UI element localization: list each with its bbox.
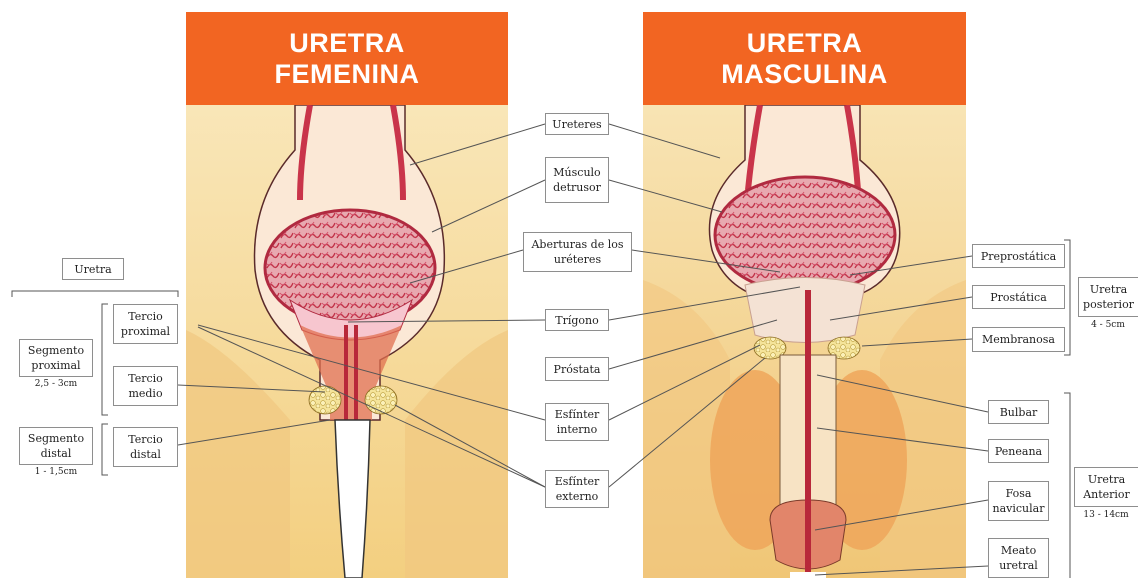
label-uretra-posterior-line1: Uretra [1090, 282, 1127, 297]
female-panel [186, 105, 508, 578]
label-segmento-proximal: Segmento proximal [19, 339, 93, 377]
label-segmento-proximal-line1: Segmento [28, 343, 84, 358]
label-membranosa-text: Membranosa [982, 332, 1055, 347]
label-bulbar: Bulbar [988, 400, 1049, 424]
label-segmento-distal: Segmento distal [19, 427, 93, 465]
label-tercio-distal-line1: Tercio [128, 432, 163, 447]
header-male: URETRA MASCULINA [643, 12, 966, 105]
label-bulbar-text: Bulbar [1000, 405, 1038, 420]
label-uretra-posterior-line2: posterior [1083, 297, 1134, 312]
label-meato-uretral-line2: uretral [999, 558, 1038, 573]
label-tercio-distal-line2: distal [130, 447, 161, 462]
label-uretra-anterior-line1: Uretra [1088, 472, 1125, 487]
label-prostatica: Prostática [972, 285, 1065, 309]
label-esfinter-interno: Esfínter interno [545, 403, 609, 441]
header-female-line1: URETRA [186, 28, 508, 59]
label-tercio-proximal: Tercio proximal [113, 304, 178, 344]
caption-uretra-anterior-size: 13 - 14cm [1074, 510, 1138, 521]
label-aberturas-line2: uréteres [554, 252, 601, 267]
label-tercio-proximal-line1: Tercio [128, 309, 163, 324]
label-preprostatica-text: Preprostática [981, 249, 1056, 264]
label-esfinter-interno-line2: interno [557, 422, 598, 437]
label-uretra: Uretra [62, 258, 124, 280]
label-tercio-proximal-line2: proximal [121, 324, 170, 339]
label-peneana-text: Peneana [995, 444, 1042, 459]
label-ureteres: Ureteres [545, 113, 609, 135]
label-musculo-detrusor: Músculo detrusor [545, 157, 609, 203]
caption-segmento-distal-size: 1 - 1,5cm [19, 467, 93, 478]
label-fosa-navicular: Fosa navicular [988, 481, 1049, 521]
label-esfinter-externo-line2: externo [556, 489, 599, 504]
label-trigono-text: Trígono [555, 313, 598, 328]
header-female: URETRA FEMENINA [186, 12, 508, 105]
label-trigono: Trígono [545, 309, 609, 331]
male-panel [643, 105, 966, 578]
label-segmento-proximal-line2: proximal [31, 358, 80, 373]
label-prostata-text: Próstata [554, 362, 601, 377]
label-tercio-medio-line1: Tercio [128, 371, 163, 386]
label-segmento-distal-line2: distal [41, 446, 72, 461]
label-musculo-detrusor-line1: Músculo [553, 165, 600, 180]
label-tercio-medio-line2: medio [128, 386, 162, 401]
label-membranosa: Membranosa [972, 327, 1065, 352]
label-uretra-anterior: Uretra Anterior [1074, 467, 1138, 507]
label-esfinter-externo: Esfínter externo [545, 470, 609, 508]
label-fosa-navicular-line2: navicular [993, 501, 1045, 516]
label-segmento-distal-line1: Segmento [28, 431, 84, 446]
label-preprostatica: Preprostática [972, 244, 1065, 268]
header-female-line2: FEMENINA [186, 59, 508, 90]
label-ureteres-text: Ureteres [552, 117, 601, 132]
label-meato-uretral-line1: Meato [1001, 543, 1036, 558]
label-uretra-posterior: Uretra posterior [1078, 277, 1138, 317]
label-prostata: Próstata [545, 357, 609, 381]
label-tercio-distal: Tercio distal [113, 427, 178, 467]
caption-uretra-posterior-size: 4 - 5cm [1078, 320, 1138, 331]
label-tercio-medio: Tercio medio [113, 366, 178, 406]
label-musculo-detrusor-line2: detrusor [553, 180, 601, 195]
label-aberturas: Aberturas de los uréteres [523, 232, 632, 272]
header-male-line1: URETRA [643, 28, 966, 59]
label-uretra-text: Uretra [74, 262, 111, 277]
header-male-line2: MASCULINA [643, 59, 966, 90]
label-peneana: Peneana [988, 439, 1049, 463]
caption-segmento-proximal-size: 2,5 - 3cm [19, 379, 93, 390]
label-fosa-navicular-line1: Fosa [1006, 486, 1032, 501]
label-aberturas-line1: Aberturas de los [531, 237, 623, 252]
label-prostatica-text: Prostática [990, 290, 1047, 305]
label-uretra-anterior-line2: Anterior [1083, 487, 1130, 502]
label-esfinter-externo-line1: Esfínter [555, 474, 600, 489]
label-meato-uretral: Meato uretral [988, 538, 1049, 578]
label-esfinter-interno-line1: Esfínter [555, 407, 600, 422]
